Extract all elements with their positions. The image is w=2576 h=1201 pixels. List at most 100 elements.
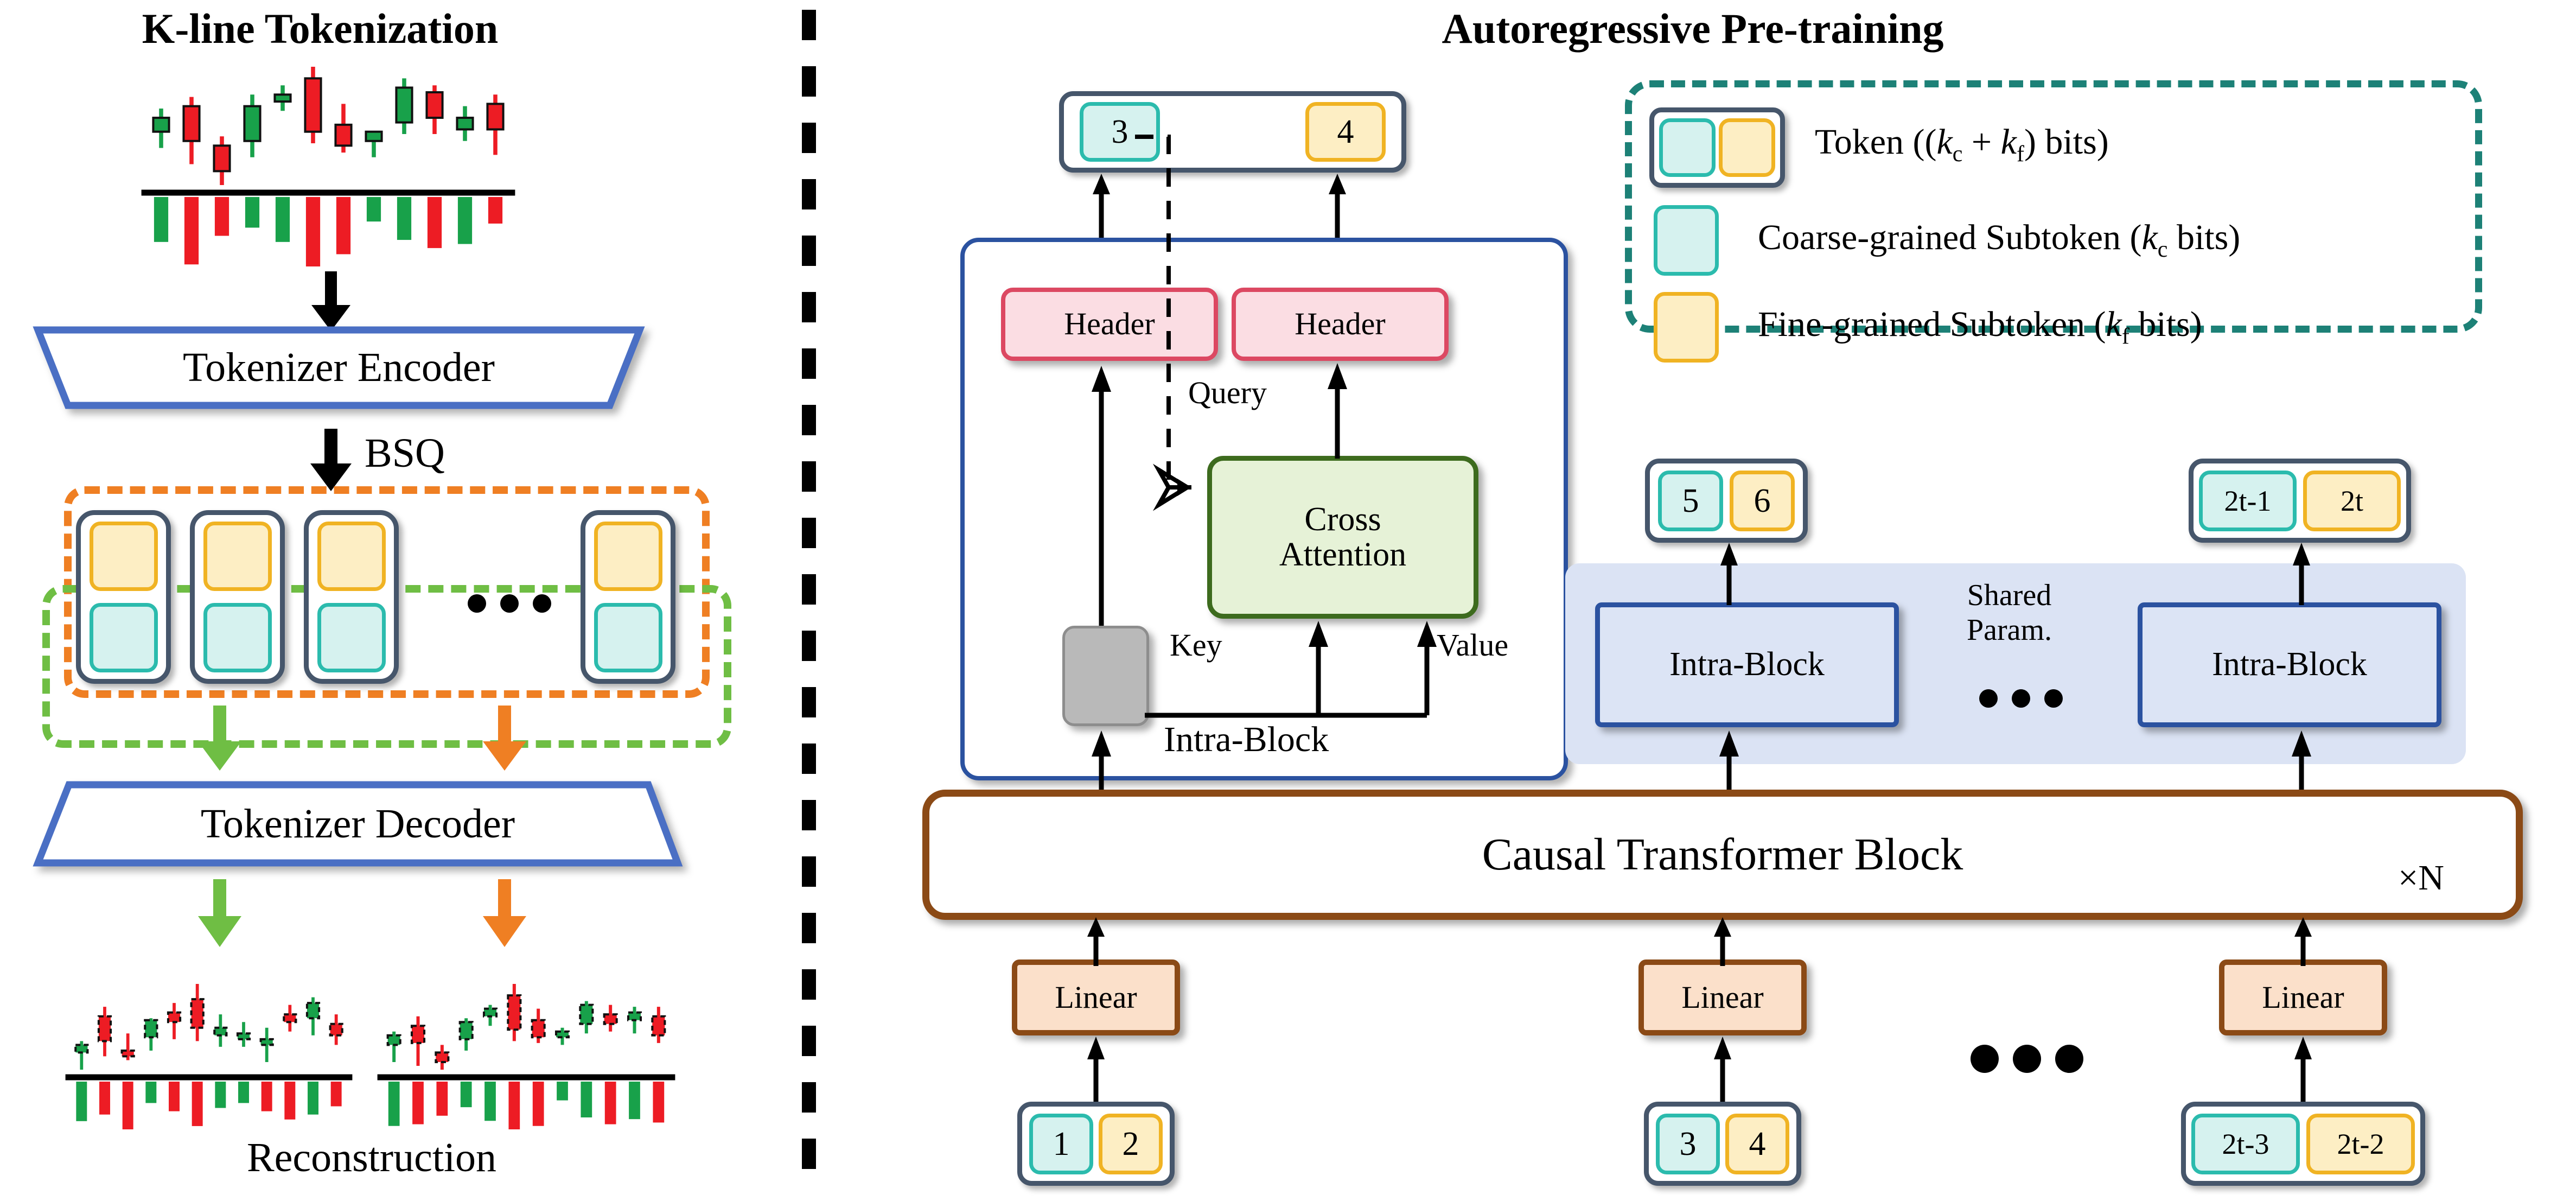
- left-token-1-fine: [89, 522, 158, 591]
- legend-token-prefix: Token ((: [1815, 122, 1937, 162]
- tokenizer-decoder-label: Tokenizer Decoder: [200, 800, 515, 847]
- legend-box: [1625, 80, 2482, 333]
- arrow-decoder-to-recon-right: [483, 879, 526, 947]
- shared-param-label: Shared Param.: [1967, 579, 2052, 647]
- header-fine-button[interactable]: Header: [1232, 288, 1449, 361]
- legend-token-mid: +: [1962, 122, 2001, 162]
- key-label: Key: [1170, 627, 1222, 663]
- arrow-token2-to-linear2: [1714, 1037, 1731, 1102]
- arrow-encoder-to-tokens: [310, 429, 352, 491]
- legend-label-coarse: Coarse-grained Subtoken (kc bits): [1758, 218, 2241, 263]
- intra-block-state-node: [1062, 626, 1149, 726]
- reconstruction-label: Reconstruction: [246, 1135, 497, 1180]
- linear-block-2[interactable]: Linear: [1638, 959, 1807, 1035]
- legend-label-fine: Fine-grained Subtoken (kf bits): [1758, 304, 2202, 350]
- tokenizer-decoder[interactable]: Tokenizer Decoder: [33, 780, 683, 867]
- legend-fine-sub: f: [2121, 324, 2129, 350]
- header-coarse-button[interactable]: Header: [1001, 288, 1218, 361]
- linear-block-1[interactable]: Linear: [1012, 959, 1180, 1035]
- arrow-attention-to-header2: [1328, 363, 1347, 459]
- linear-block-3[interactable]: Linear: [2219, 959, 2387, 1035]
- left-token-2-fine: [203, 522, 272, 591]
- arrow-decoder-to-recon-left: [198, 879, 241, 947]
- legend-swatch-token: [1649, 107, 1785, 188]
- left-panel-title: K-line Tokenization: [142, 5, 499, 52]
- intra-block-last[interactable]: Intra-Block: [2138, 602, 2441, 727]
- cross-attention-label: Cross Attention: [1279, 500, 1407, 573]
- input-token-1-fine: 2: [1099, 1113, 1163, 1174]
- input-token-1-coarse: 1: [1029, 1113, 1093, 1174]
- legend-coarse-prefix: Coarse-grained Subtoken (: [1758, 218, 2142, 257]
- input-token-2-coarse: 3: [1656, 1113, 1720, 1174]
- output-token-box: 3 4: [1059, 91, 1406, 173]
- legend-token-sub2: f: [2016, 142, 2024, 167]
- tokenizer-encoder[interactable]: Tokenizer Encoder: [33, 326, 645, 410]
- query-label: Query: [1188, 375, 1267, 410]
- input-token-3-coarse: 2t-3: [2191, 1113, 2300, 1174]
- left-token-3-fine: [317, 522, 386, 591]
- last-output-coarse: 2t-1: [2199, 470, 2297, 531]
- input-token-box-1: 1 2: [1017, 1102, 1175, 1186]
- left-token-3-coarse: [317, 603, 386, 672]
- repeat-n-label: ×N: [2398, 858, 2444, 898]
- left-token-1: [76, 510, 171, 684]
- causal-transformer-label: Causal Transformer Block: [1482, 829, 1963, 880]
- last-output-token-box: 2t-1 2t: [2189, 459, 2411, 543]
- cross-attention-block[interactable]: Cross Attention: [1207, 456, 1478, 619]
- legend-coarse-sub: c: [2157, 237, 2168, 263]
- legend-coarse-suffix: bits): [2167, 218, 2241, 257]
- linear-row-ellipsis: [1971, 1045, 2083, 1073]
- input-token-3-fine: 2t-2: [2306, 1113, 2415, 1174]
- left-token-3: [304, 510, 399, 684]
- output-subtoken-fine: 4: [1305, 102, 1386, 162]
- left-token-1-coarse: [89, 603, 158, 672]
- left-token-4-coarse: [594, 603, 662, 672]
- arrow-token1-to-linear1: [1087, 1037, 1105, 1102]
- mid-output-fine: 6: [1730, 470, 1795, 531]
- left-token-2: [190, 510, 285, 684]
- token-ellipsis: [468, 594, 551, 613]
- key-value-routing: [1145, 621, 1437, 718]
- arrow-linear2-to-transformer: [1714, 917, 1731, 966]
- last-output-fine: 2t: [2303, 470, 2401, 531]
- legend-fine-prefix: Fine-grained Subtoken (: [1758, 304, 2106, 344]
- legend-token-fine-half: [1719, 118, 1775, 177]
- arrow-linear1-to-transformer: [1087, 917, 1105, 966]
- arrow-intra-last-to-token: [2293, 543, 2310, 605]
- arrow-fine-to-decoder: [483, 706, 526, 771]
- mid-output-token-box: 5 6: [1645, 459, 1808, 543]
- intra-block-mid[interactable]: Intra-Block: [1595, 602, 1899, 727]
- legend-swatch-fine: [1654, 292, 1719, 363]
- legend-fine-suffix: bits): [2129, 304, 2202, 344]
- input-token-box-3: 2t-3 2t-2: [2181, 1102, 2425, 1186]
- reconstruction-chart-left: [62, 974, 355, 1132]
- left-token-4-fine: [594, 522, 662, 591]
- arrow-chart-to-encoder: [311, 271, 350, 331]
- source-kline-chart: [138, 57, 518, 269]
- legend-token-suffix: ) bits): [2024, 122, 2109, 162]
- tokenizer-encoder-label: Tokenizer Encoder: [183, 345, 495, 390]
- token-row: [76, 510, 694, 684]
- panel-divider: [802, 10, 816, 1193]
- residual-line-to-header1: [1092, 366, 1111, 662]
- legend-label-token: Token ((kc + kf) bits): [1815, 122, 2109, 167]
- intra-block-detail-label: Intra-Block: [1164, 720, 1329, 759]
- legend-token-sub1: c: [1952, 142, 1963, 167]
- causal-transformer-block[interactable]: Causal Transformer Block: [922, 790, 2523, 920]
- reconstruction-chart-right: [374, 974, 678, 1132]
- input-token-box-2: 3 4: [1644, 1102, 1801, 1186]
- arrow-linear3-to-transformer: [2294, 917, 2312, 966]
- mid-output-coarse: 5: [1658, 470, 1723, 531]
- query-dashed-connector: [1135, 135, 1191, 511]
- arrow-intra-mid-to-token: [1720, 543, 1738, 605]
- input-token-2-fine: 4: [1725, 1113, 1789, 1174]
- value-label: Value: [1437, 627, 1509, 663]
- arrow-token3-to-linear3: [2294, 1037, 2312, 1102]
- right-panel-title: Autoregressive Pre-training: [1442, 5, 1944, 52]
- left-token-2-coarse: [203, 603, 272, 672]
- arrow-coarse-to-decoder: [198, 706, 241, 771]
- left-token-4: [581, 510, 675, 684]
- shared-param-ellipsis: [1979, 689, 2063, 708]
- legend-token-coarse-half: [1659, 118, 1716, 177]
- bsq-label: BSQ: [365, 430, 445, 476]
